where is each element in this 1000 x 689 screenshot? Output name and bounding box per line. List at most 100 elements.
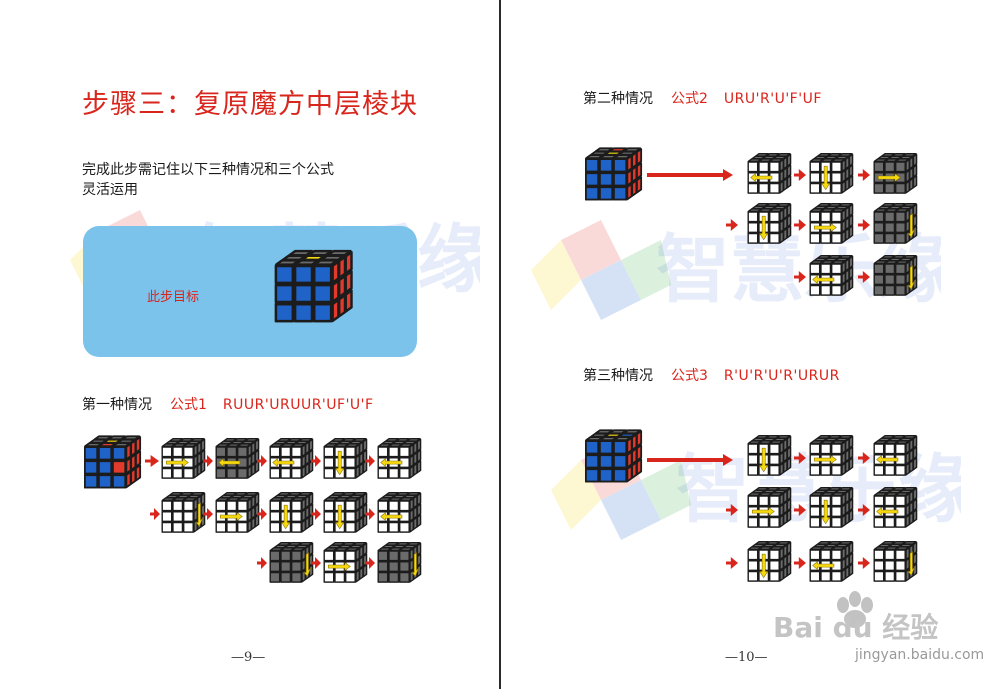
- rubiks-cube-icon: [269, 438, 314, 479]
- goal-cube-icon: [272, 248, 354, 330]
- rubiks-cube-icon: [323, 492, 368, 533]
- yellow-arrow-icon: [165, 458, 189, 468]
- move-cube-icon: [872, 152, 918, 198]
- yellow-arrow-icon: [219, 512, 243, 522]
- move-cube-icon: [160, 491, 206, 537]
- move-cube-icon: [376, 541, 422, 587]
- rubiks-cube-icon: [323, 438, 368, 479]
- yellow-arrow-icon: [759, 215, 769, 241]
- red-arrow-icon: [203, 506, 213, 522]
- move-cube-icon: [214, 437, 260, 483]
- rubiks-cube-icon: [747, 487, 792, 528]
- rubiks-cube-icon: [873, 153, 918, 194]
- rubiks-cube-icon: [747, 153, 792, 194]
- rubiks-cube-icon: [873, 255, 918, 296]
- rubiks-cube-icon: [584, 429, 643, 483]
- rubiks-cube-icon: [873, 541, 918, 582]
- case2-label: 第二种情况: [583, 91, 653, 107]
- red-arrow-icon: [794, 555, 806, 571]
- rubiks-cube-icon: [269, 542, 314, 583]
- move-cube-icon: [160, 437, 206, 483]
- red-arrow-icon: [365, 453, 375, 469]
- yellow-arrow-icon: [821, 499, 831, 525]
- move-cube-icon: [746, 152, 792, 198]
- yellow-arrow-icon: [411, 552, 420, 577]
- red-arrow-icon: [647, 452, 733, 468]
- goal-panel: 此步目标: [83, 226, 417, 357]
- red-arrow-icon: [794, 167, 806, 183]
- yellow-arrow-icon: [281, 504, 291, 530]
- move-cube-icon: [808, 434, 854, 480]
- yellow-arrow-icon: [821, 165, 831, 191]
- rubiks-cube-icon: [215, 492, 260, 533]
- page-title: 步骤三：复原魔方中层棱块: [82, 89, 418, 120]
- yellow-arrow-icon: [335, 450, 345, 476]
- rubiks-cube-icon: [377, 492, 422, 533]
- yellow-arrow-icon: [751, 507, 775, 517]
- red-arrow-icon: [794, 217, 806, 233]
- move-cube-icon: [268, 437, 314, 483]
- rubiks-cube-icon: [323, 542, 368, 583]
- yellow-arrow-icon: [877, 173, 901, 183]
- red-arrow-icon: [365, 506, 375, 522]
- yellow-arrow-icon: [218, 457, 241, 468]
- red-arrow-icon: [858, 269, 870, 285]
- intro-line: 完成此步需记住以下三种情况和三个公式: [82, 162, 334, 178]
- goal-label: 此步目标: [147, 290, 200, 305]
- case1-moves: RUUR'URUUR'UF'U'F: [222, 397, 374, 413]
- yellow-arrow-icon: [195, 502, 204, 527]
- red-arrow-icon: [203, 453, 213, 469]
- rubiks-cube-icon: [809, 435, 854, 476]
- red-arrow-icon: [150, 506, 160, 522]
- move-cube-icon: [872, 486, 918, 532]
- red-arrow-icon: [257, 555, 267, 571]
- yellow-arrow-icon: [907, 213, 916, 238]
- red-arrow-icon: [858, 217, 870, 233]
- red-arrow-icon: [647, 167, 733, 183]
- move-cube-icon: [808, 202, 854, 248]
- move-cube-icon: [872, 540, 918, 586]
- yellow-arrow-icon: [303, 552, 312, 577]
- yellow-arrow-icon: [907, 265, 916, 290]
- yellow-arrow-icon: [812, 560, 835, 571]
- rubiks-cube-icon: [215, 438, 260, 479]
- red-arrow-icon: [365, 555, 375, 571]
- rubiks-cube-icon: [809, 255, 854, 296]
- yellow-arrow-icon: [812, 274, 835, 285]
- yellow-arrow-icon: [813, 223, 837, 233]
- page-number: —10—: [725, 650, 768, 665]
- rubiks-cube-icon: [377, 542, 422, 583]
- yellow-arrow-icon: [380, 457, 403, 468]
- rubiks-cube-icon: [809, 487, 854, 528]
- rubiks-cube-icon: [584, 147, 643, 201]
- page-9: 智慧乐缘 步骤三：复原魔方中层棱块 完成此步需记住以下三种情况和三个公式 灵活运…: [0, 0, 499, 689]
- red-arrow-icon: [311, 506, 321, 522]
- red-arrow-icon: [726, 502, 738, 518]
- baidu-jingyan-watermark: Bai du 经验 jingyan.baidu.com: [759, 585, 989, 675]
- rubiks-cube-icon: [809, 541, 854, 582]
- move-cube-icon: [808, 254, 854, 300]
- move-cube-icon: [746, 540, 792, 586]
- yellow-arrow-icon: [907, 551, 916, 576]
- case3-start-cube-icon: [583, 428, 643, 488]
- rubiks-cube-icon: [873, 203, 918, 244]
- red-arrow-icon: [794, 450, 806, 466]
- yellow-arrow-icon: [813, 455, 837, 465]
- red-arrow-icon: [794, 502, 806, 518]
- red-arrow-icon: [257, 506, 267, 522]
- move-cube-icon: [268, 491, 314, 537]
- yellow-arrow-icon: [327, 562, 351, 572]
- case2-formula-name: 公式2: [671, 91, 708, 107]
- move-cube-icon: [746, 486, 792, 532]
- case2-start-cube-icon: [583, 146, 643, 206]
- page-number: —9—: [231, 650, 266, 665]
- rubiks-cube-icon: [809, 203, 854, 244]
- yellow-arrow-icon: [876, 506, 899, 517]
- red-arrow-icon: [726, 217, 738, 233]
- rubiks-cube-icon: [873, 487, 918, 528]
